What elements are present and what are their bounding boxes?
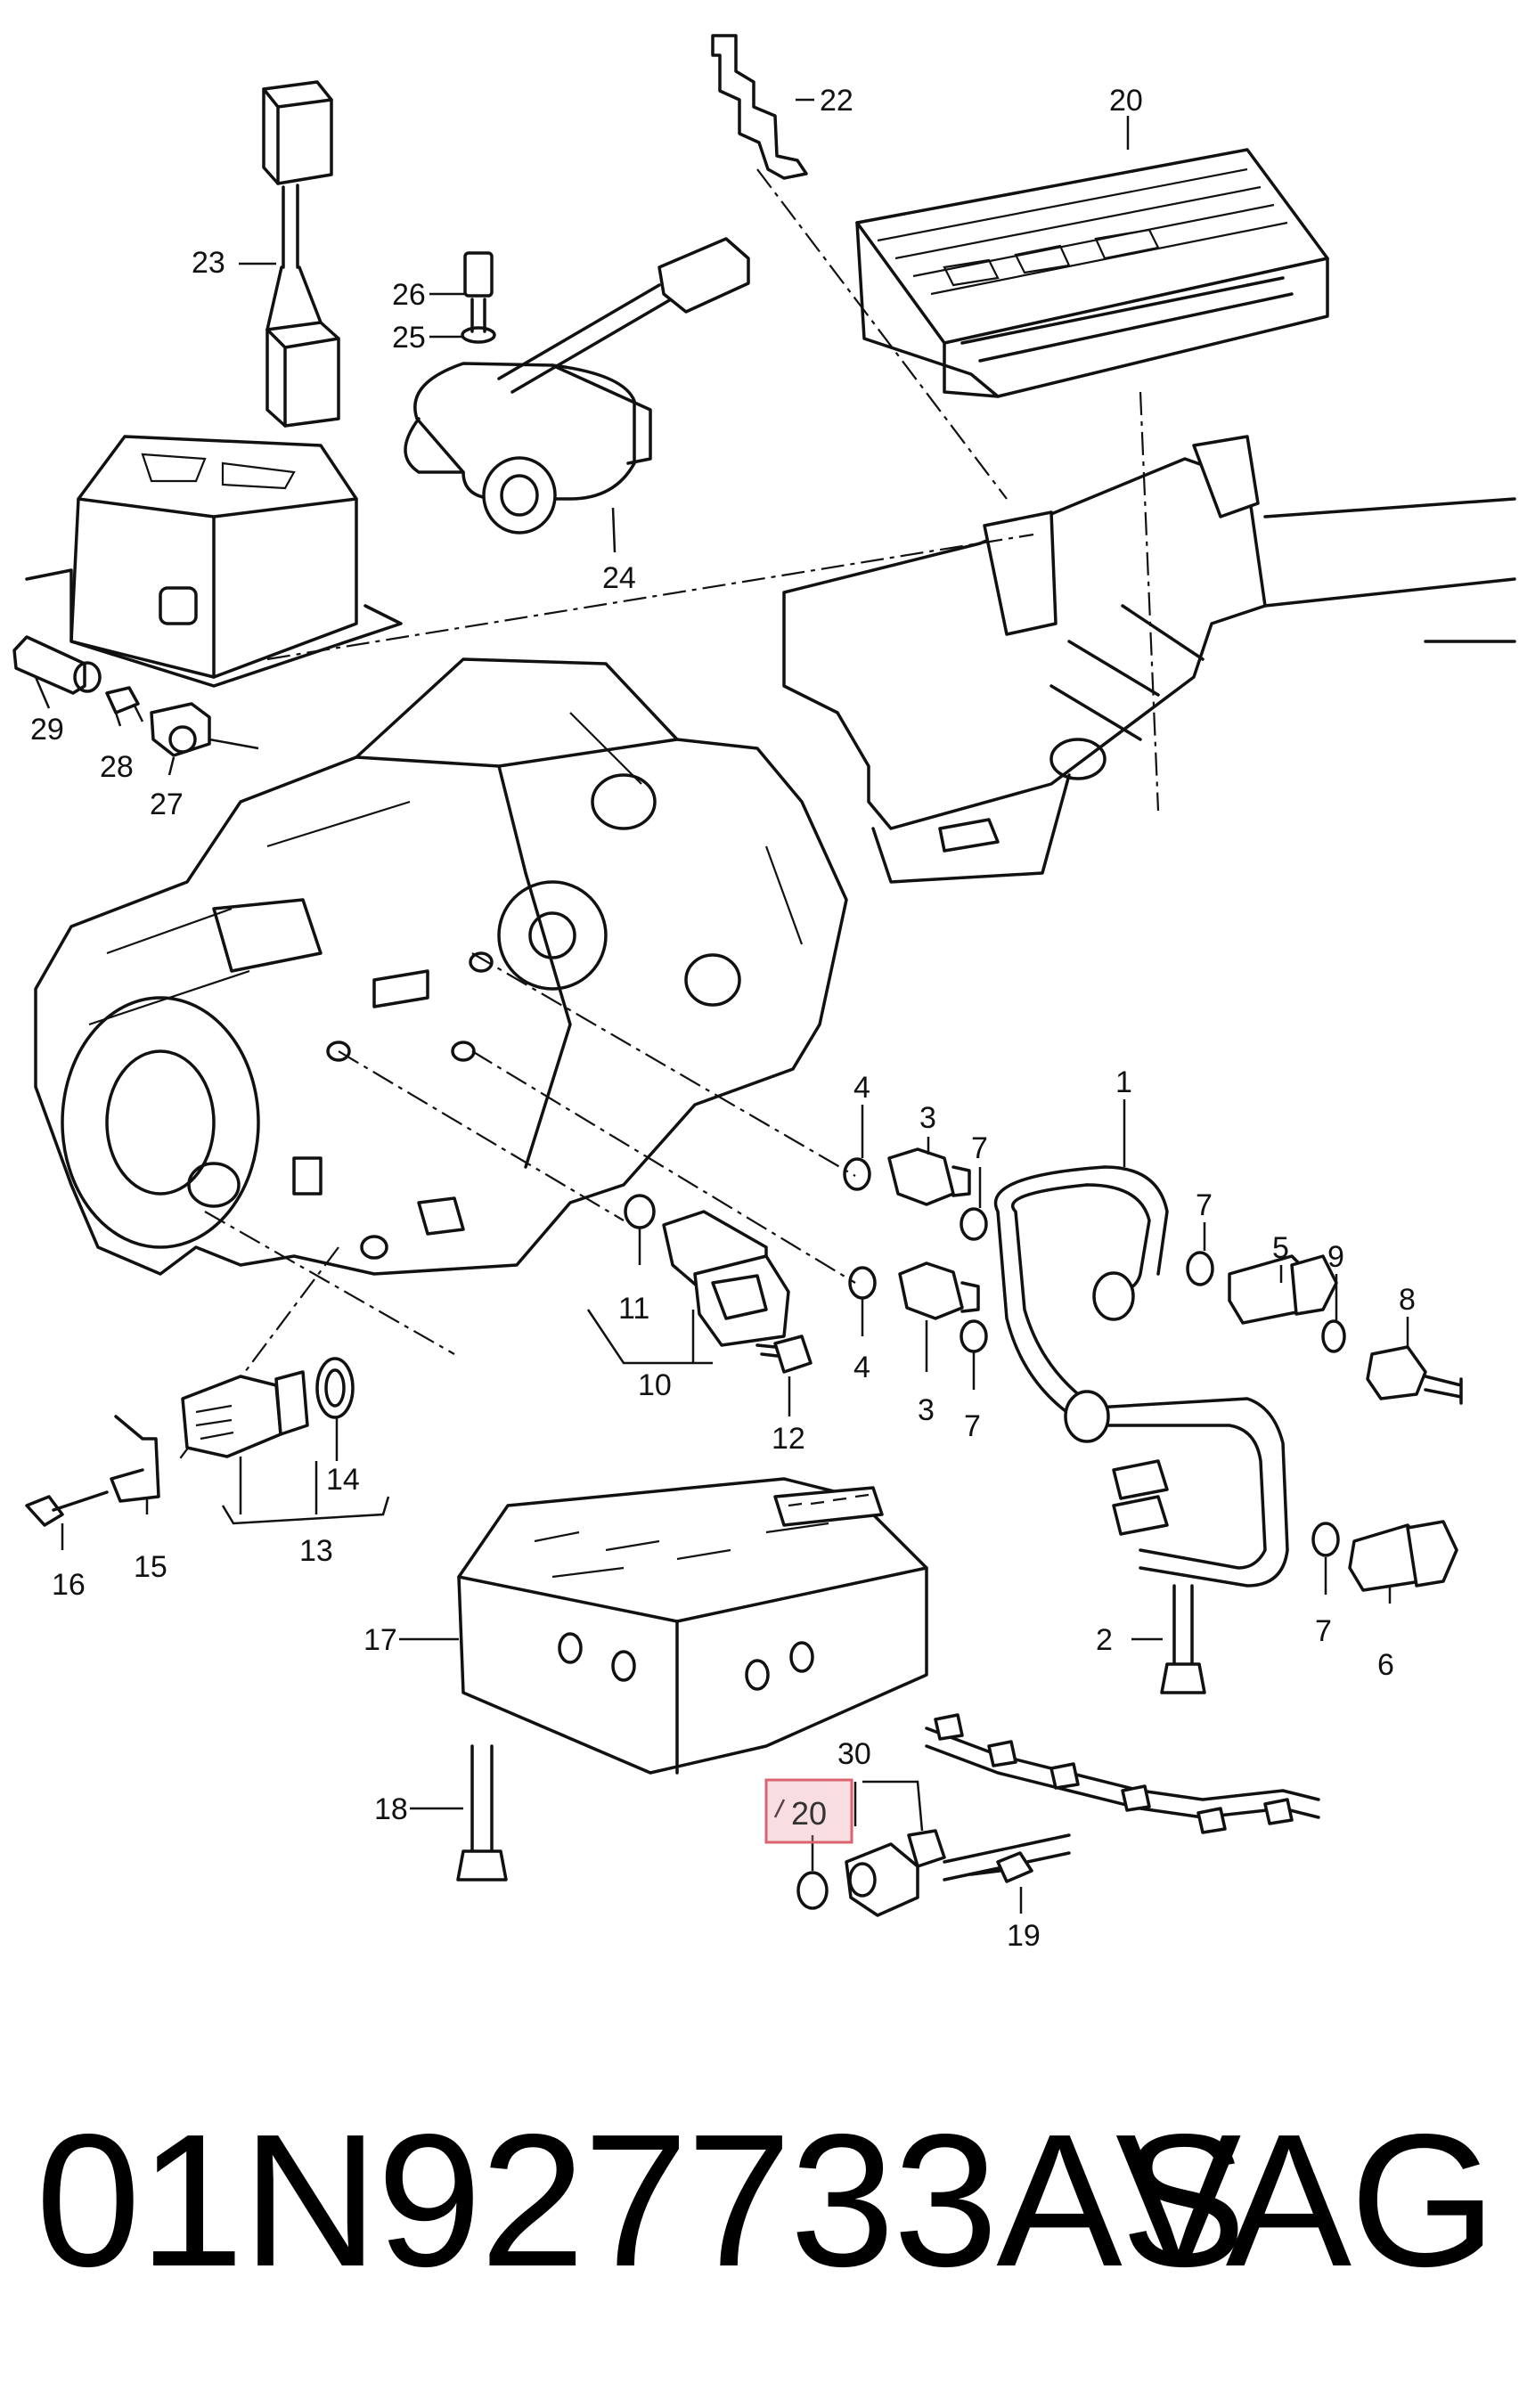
banjo-bolt-5 (1228, 1254, 1338, 1325)
callout-14: 14 (326, 1463, 360, 1497)
callout-2: 2 (1096, 1623, 1113, 1657)
callout-20-upper: 20 (1109, 84, 1143, 118)
callout-20-highlighted: 20 (791, 1795, 827, 1832)
connector-13 (181, 1370, 309, 1458)
callout-10: 10 (638, 1368, 672, 1402)
small-parts-29-28-27 (12, 635, 259, 757)
callout-8: 8 (1399, 1283, 1416, 1317)
callout-15: 15 (134, 1550, 167, 1584)
callout-7-upper: 7 (971, 1131, 988, 1165)
brand-label: VAG (1115, 2094, 1497, 2306)
bracket-15 (110, 1415, 160, 1503)
bolt-18 (456, 1744, 508, 1882)
seal-ring-7-upper (960, 1207, 988, 1241)
callout-4-lower: 4 (853, 1351, 870, 1384)
plug-3-lower (898, 1261, 980, 1320)
callout-labels: 22 20 23 26 25 24 29 28 27 4 3 7 1 7 5 9… (30, 84, 1416, 1953)
callout-17: 17 (363, 1623, 397, 1657)
valve-body-17 (457, 1477, 928, 1775)
callout-26: 26 (392, 278, 426, 312)
wiring-harness-30 (925, 1713, 1320, 1882)
callout-27: 27 (150, 788, 184, 821)
bolt-19 (969, 1851, 1033, 1883)
transmission-housing (34, 657, 848, 1276)
seal-ring-4-lower (848, 1266, 877, 1300)
highlight-box (764, 1778, 853, 1844)
callout-4-upper: 4 (853, 1071, 870, 1105)
callout-13: 13 (299, 1534, 333, 1568)
callout-9: 9 (1327, 1240, 1344, 1274)
bolt-12 (755, 1335, 813, 1374)
callout-30: 30 (837, 1737, 871, 1771)
seal-ring-9 (1321, 1319, 1346, 1353)
callout-25: 25 (392, 321, 426, 355)
seal-ring-7-right (1311, 1522, 1340, 1557)
speed-sensor-10 (662, 1210, 790, 1347)
callout-3-lower: 3 (918, 1393, 935, 1427)
housing-plate (782, 435, 1516, 884)
callout-28: 28 (100, 750, 134, 784)
oil-pipe-1 (993, 1165, 1289, 1588)
seal-ring-7-lower (960, 1319, 988, 1353)
assembly-axes (177, 168, 1160, 1462)
callout-19: 19 (1007, 1919, 1041, 1953)
callout-7-pipe: 7 (1196, 1188, 1213, 1222)
temperature-sensor-8 (1366, 1345, 1463, 1405)
bolt-16 (25, 1490, 109, 1527)
callout-3-upper: 3 (919, 1101, 936, 1135)
seal-ring-7-pipe (1186, 1251, 1214, 1286)
plug-3-upper (887, 1147, 971, 1206)
callout-22: 22 (820, 84, 853, 118)
callout-11: 11 (618, 1292, 649, 1326)
speed-sensor-20-highlighted (796, 1829, 946, 1917)
sensor-assembly-24 (404, 237, 750, 535)
callout-6: 6 (1377, 1648, 1394, 1682)
callout-18: 18 (374, 1792, 408, 1826)
callout-24: 24 (602, 561, 636, 595)
callout-29: 29 (30, 713, 64, 747)
leader-lines (34, 98, 1409, 1914)
part-number: 01N927733AS (36, 2094, 1246, 2306)
callout-12: 12 (772, 1422, 805, 1456)
callout-7-right: 7 (1315, 1614, 1332, 1648)
bolt-2 (1160, 1584, 1206, 1694)
callout-7-lower: 7 (964, 1409, 981, 1443)
part-number-caption: 01N927733AS VAG (36, 2049, 1497, 2352)
banjo-bolt-6 (1348, 1520, 1458, 1592)
callout-23: 23 (192, 246, 225, 280)
o-ring-11 (624, 1194, 656, 1229)
parts-diagram: 22 20 23 26 25 24 29 28 27 4 3 7 1 7 5 9… (12, 34, 1516, 1953)
callout-16: 16 (52, 1568, 86, 1602)
callout-1: 1 (1115, 1065, 1132, 1099)
callout-5: 5 (1272, 1231, 1289, 1265)
seal-ring-14 (315, 1357, 355, 1419)
seal-ring-4-upper (843, 1157, 871, 1191)
relay-connector-23 (262, 80, 340, 428)
selector-lever-housing (25, 435, 403, 688)
clip-22 (711, 34, 808, 180)
control-unit-20 (855, 148, 1329, 398)
